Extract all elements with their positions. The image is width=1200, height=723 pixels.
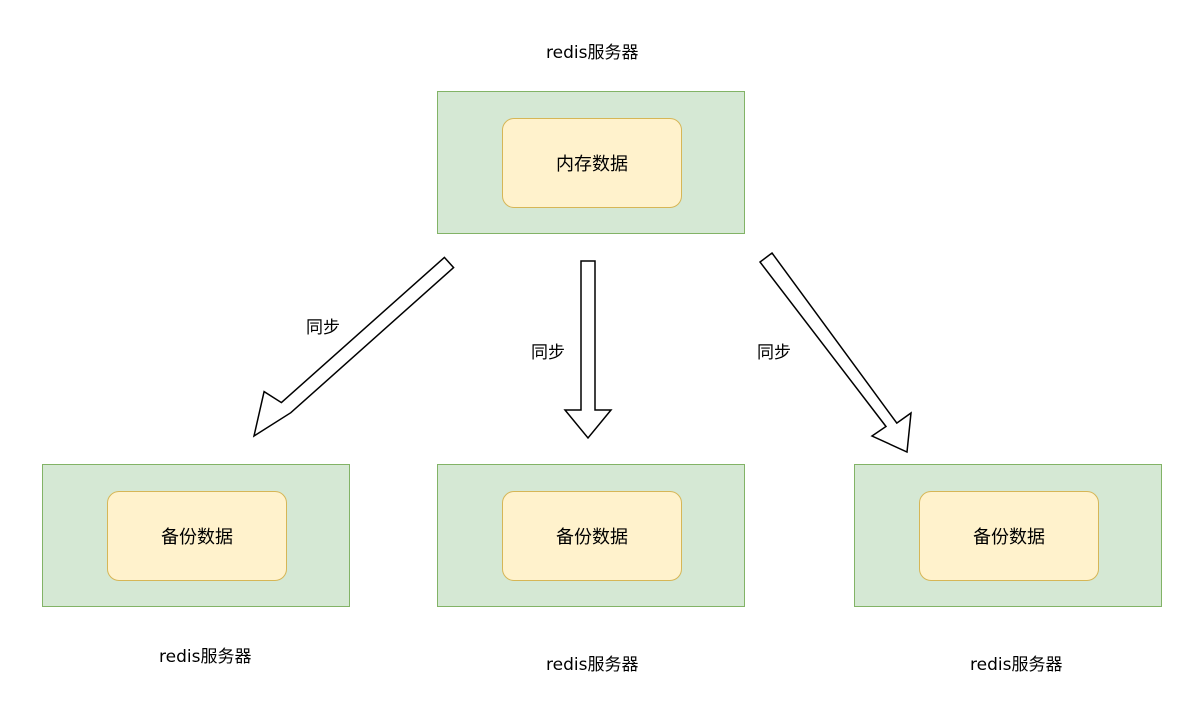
master-server: 内存数据 — [437, 91, 745, 234]
sync-arrow-right — [758, 251, 912, 454]
backup-data-box-3: 备份数据 — [919, 491, 1099, 581]
replica-server-2: 备份数据 — [437, 464, 745, 607]
replica-server-3-caption: redis服务器 — [970, 655, 1063, 675]
sync-arrow-center — [563, 260, 613, 440]
replica-server-2-caption: redis服务器 — [546, 655, 639, 675]
memory-data-box: 内存数据 — [502, 118, 682, 208]
backup-data-box-2: 备份数据 — [502, 491, 682, 581]
backup-data-box-1: 备份数据 — [107, 491, 287, 581]
replica-server-1-caption: redis服务器 — [159, 647, 252, 667]
sync-label-right: 同步 — [757, 343, 791, 363]
sync-label-left: 同步 — [306, 318, 340, 338]
sync-arrow-left — [252, 256, 455, 438]
sync-label-center: 同步 — [531, 343, 565, 363]
master-server-caption: redis服务器 — [546, 43, 639, 63]
replica-server-1: 备份数据 — [42, 464, 350, 607]
replica-server-3: 备份数据 — [854, 464, 1162, 607]
